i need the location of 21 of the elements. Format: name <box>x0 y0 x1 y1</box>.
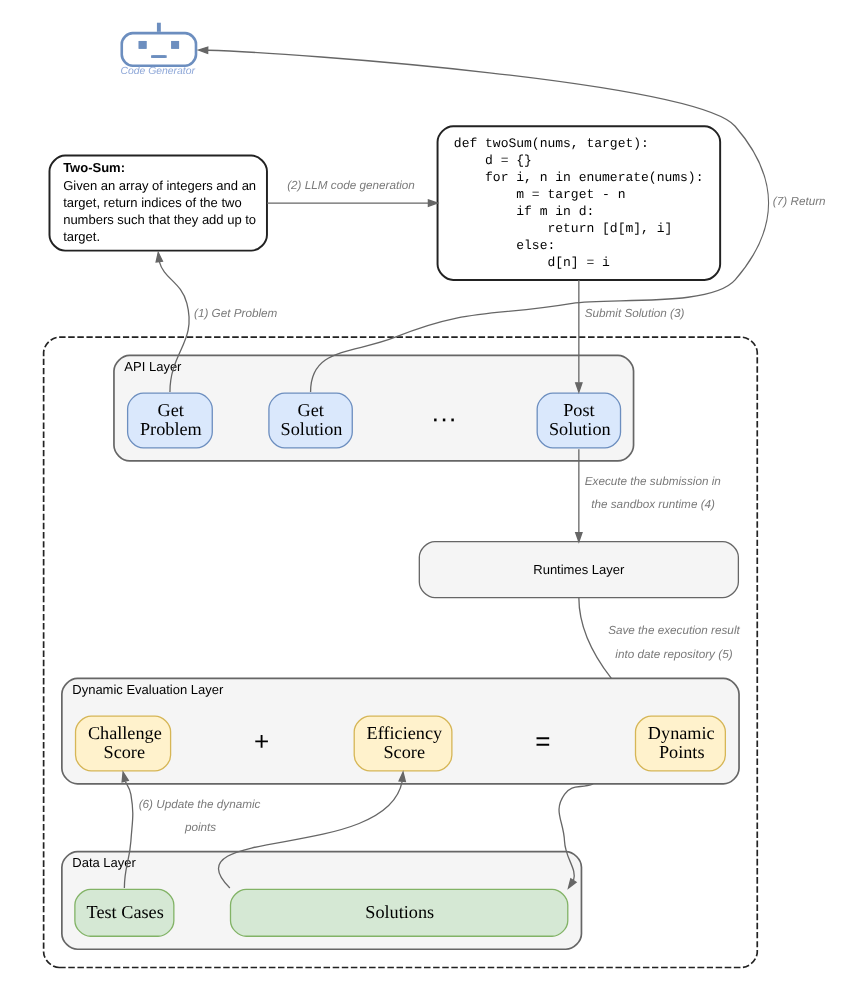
arrow <box>558 783 594 890</box>
arrow <box>121 770 134 889</box>
node-box: Test Cases <box>74 888 175 937</box>
node-box: Solutions <box>229 888 569 937</box>
label: + <box>253 726 270 757</box>
node-box: Get Solution <box>268 392 353 449</box>
node-box: Post Solution <box>536 392 622 449</box>
label: = <box>535 726 551 757</box>
arrow <box>155 250 190 393</box>
arrow <box>266 199 440 208</box>
cluster <box>42 336 759 969</box>
label: ··· <box>431 403 458 434</box>
arrow <box>574 448 583 544</box>
arrow <box>574 279 583 394</box>
node-box: Get Problem <box>126 392 213 449</box>
node-box: Dynamic Points <box>634 715 726 772</box>
arrow <box>218 770 407 889</box>
arrow <box>196 46 770 393</box>
connector <box>578 597 613 680</box>
node-box: Efficiency Score <box>353 715 453 772</box>
node-box: Challenge Score <box>74 715 172 772</box>
